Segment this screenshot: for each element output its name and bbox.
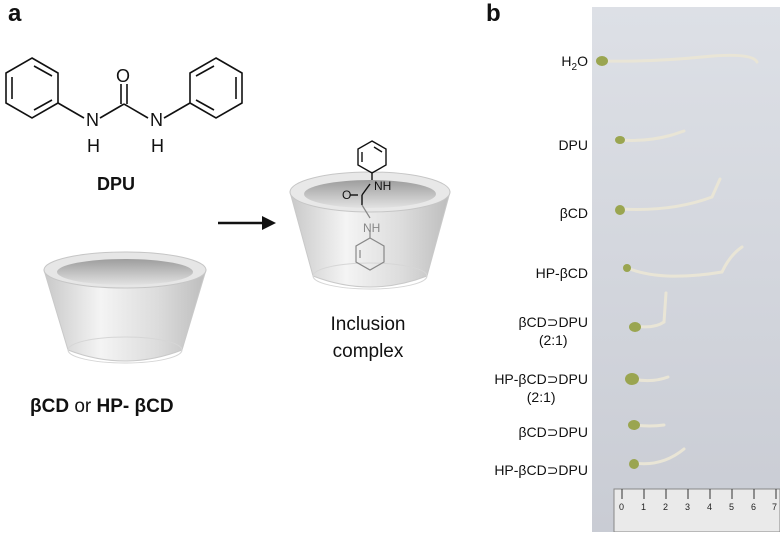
dpu-label: DPU bbox=[97, 174, 136, 194]
sample-label-bcd-dpu: βCD⊃DPU bbox=[518, 424, 588, 440]
seedlings-drawing: 0 1 2 3 4 5 6 7 bbox=[596, 53, 780, 533]
inclusion-label-line1: Inclusion bbox=[330, 314, 406, 335]
guest-molecule-faded bbox=[355, 204, 385, 271]
seedling-hpbcd bbox=[625, 245, 744, 278]
nitrogen-atom-right: N bbox=[150, 110, 163, 130]
seedling-h2o bbox=[600, 53, 759, 64]
inclusion-label-line2: complex bbox=[332, 341, 404, 362]
sample-label-bcd-dpu-21: βCD⊃DPU (2:1) bbox=[518, 314, 588, 348]
seedling-dpu bbox=[618, 129, 686, 142]
sample-label-bcd: βCD bbox=[559, 205, 588, 221]
sample-label-dpu: DPU bbox=[558, 137, 588, 153]
ruler-tick-2: 2 bbox=[663, 502, 668, 512]
ruler: 0 1 2 3 4 5 6 7 bbox=[613, 488, 780, 533]
left-benzene-ring bbox=[5, 57, 59, 119]
sample-label-hpbcd-dpu-21: HP-βCD⊃DPU (2:1) bbox=[494, 371, 588, 405]
host-label-bcd: βCD bbox=[30, 396, 70, 417]
complex-oxygen: O bbox=[342, 188, 351, 202]
complex-nh-top: NH bbox=[374, 179, 391, 193]
sample-label-h2o: H2O bbox=[561, 53, 588, 73]
panel-a-letter: a bbox=[8, 0, 22, 27]
ruler-tick-0: 0 bbox=[619, 502, 624, 512]
guest-molecule bbox=[350, 140, 387, 205]
host-label-or: or bbox=[69, 396, 97, 417]
right-benzene-ring bbox=[189, 57, 243, 119]
seedling-bcd-dpu-21 bbox=[632, 291, 668, 329]
dpu-molecule bbox=[5, 57, 243, 119]
inclusion-complex-cup bbox=[289, 171, 451, 290]
reaction-arrow bbox=[218, 216, 276, 230]
sample-label-hpbcd: HP-βCD bbox=[535, 265, 588, 281]
ruler-tick-5: 5 bbox=[729, 502, 734, 512]
host-label: βCD or HP- βCD bbox=[30, 396, 174, 418]
panel-b-letter: b bbox=[486, 0, 501, 27]
host-label-hpbcd: HP- βCD bbox=[96, 396, 174, 417]
seedling-hpbcd-dpu bbox=[632, 447, 686, 466]
hydrogen-atom-right: H bbox=[151, 136, 164, 156]
hydrogen-atom-left: H bbox=[87, 136, 100, 156]
nitrogen-atom-left: N bbox=[86, 110, 99, 130]
panel-a-drawing: O N H N H NH O N bbox=[5, 57, 451, 364]
inclusion-complex-label: Inclusion complex bbox=[318, 311, 418, 365]
ruler-tick-3: 3 bbox=[685, 502, 690, 512]
complex-nh-bottom: NH bbox=[363, 221, 380, 235]
seedling-bcd bbox=[618, 177, 722, 211]
cyclodextrin-cup bbox=[43, 251, 207, 364]
ruler-tick-7: 7 bbox=[772, 502, 777, 512]
oxygen-atom: O bbox=[116, 66, 130, 86]
ruler-tick-1: 1 bbox=[641, 502, 646, 512]
sample-label-hpbcd-dpu: HP-βCD⊃DPU bbox=[494, 462, 588, 478]
seedling-photo: 0 1 2 3 4 5 6 7 bbox=[592, 7, 780, 533]
ruler-tick-4: 4 bbox=[707, 502, 712, 512]
seedling-cotyledons bbox=[596, 56, 641, 469]
ruler-tick-6: 6 bbox=[751, 502, 756, 512]
